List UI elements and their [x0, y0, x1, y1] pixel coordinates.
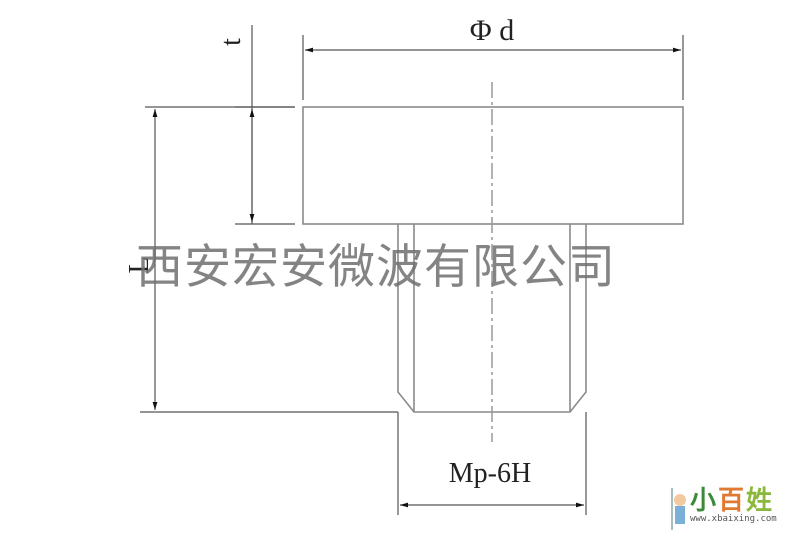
watermark: 西安宏安微波有限公司 — [136, 240, 616, 295]
logo-char: 姓 — [746, 486, 775, 516]
dimension-t: t — [216, 25, 295, 225]
dimension-thread: Mp-6H — [397, 412, 587, 515]
logo-url: www.xbaixing.com — [690, 514, 777, 524]
dimension-d: Φ d — [302, 14, 684, 100]
farmer-icon — [671, 488, 686, 530]
dimension-L: L — [124, 106, 398, 413]
thread-label: Mp-6H — [449, 458, 531, 489]
diameter-label: Φ d — [470, 14, 514, 47]
logo-char: 小 — [690, 486, 719, 516]
logo-char: 百 — [718, 486, 747, 516]
site-logo: 小百姓 www.xbaixing.com — [668, 482, 793, 532]
thread-lines — [413, 224, 571, 412]
part-outline — [302, 82, 684, 442]
thickness-label: t — [216, 38, 247, 46]
head-rect — [302, 106, 684, 225]
length-label: L — [124, 256, 155, 273]
